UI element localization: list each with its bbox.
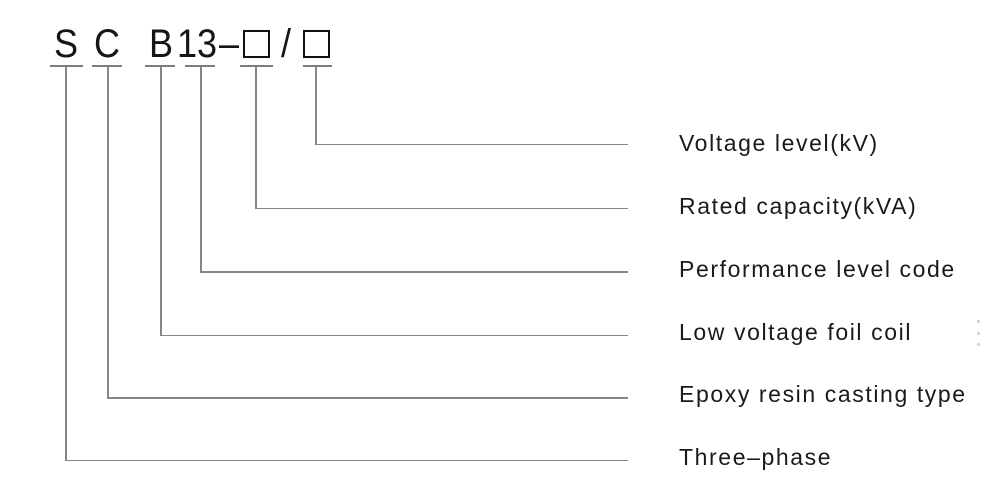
edge-dots-artifact	[977, 320, 981, 346]
underline-box-2	[303, 65, 332, 67]
placeholder-box-capacity	[243, 30, 270, 58]
underline-box-1	[240, 65, 273, 67]
placeholder-box-voltage	[303, 30, 330, 58]
leader-line-three-phase	[65, 459, 629, 462]
vline-box-2	[315, 67, 317, 145]
label-performance-level-code: Performance level code	[679, 256, 956, 282]
underline-s	[50, 65, 83, 67]
underline-b	[145, 65, 175, 67]
dot	[977, 331, 980, 335]
vline-box-1	[255, 67, 257, 209]
label-low-voltage-foil-coil: Low voltage foil coil	[679, 319, 913, 345]
dot	[977, 343, 980, 346]
code-dash: –	[218, 22, 240, 66]
code-letter-s: S	[53, 22, 79, 66]
label-three-phase: Three–phase	[679, 444, 833, 470]
code-letter-c: C	[93, 22, 120, 66]
leader-line-rated-capacity	[255, 207, 629, 210]
code-letter-b: B	[148, 22, 174, 66]
leader-line-epoxy-resin	[107, 397, 629, 399]
underline-13	[185, 65, 215, 67]
label-epoxy-resin-casting: Epoxy resin casting type	[679, 381, 967, 407]
vline-b	[160, 67, 162, 336]
dot	[977, 320, 980, 323]
vline-s	[65, 67, 67, 460]
vline-13	[200, 67, 202, 272]
code-number-13: 13	[176, 22, 218, 66]
leader-line-voltage-level	[315, 143, 629, 146]
code-slash: /	[280, 22, 292, 66]
leader-line-low-voltage-foil	[160, 334, 629, 337]
vline-c	[107, 67, 109, 398]
label-voltage-level: Voltage level(kV)	[679, 130, 879, 156]
leader-line-performance-code	[200, 271, 629, 273]
label-rated-capacity: Rated capacity(kVA)	[679, 193, 918, 219]
underline-c	[92, 65, 122, 67]
